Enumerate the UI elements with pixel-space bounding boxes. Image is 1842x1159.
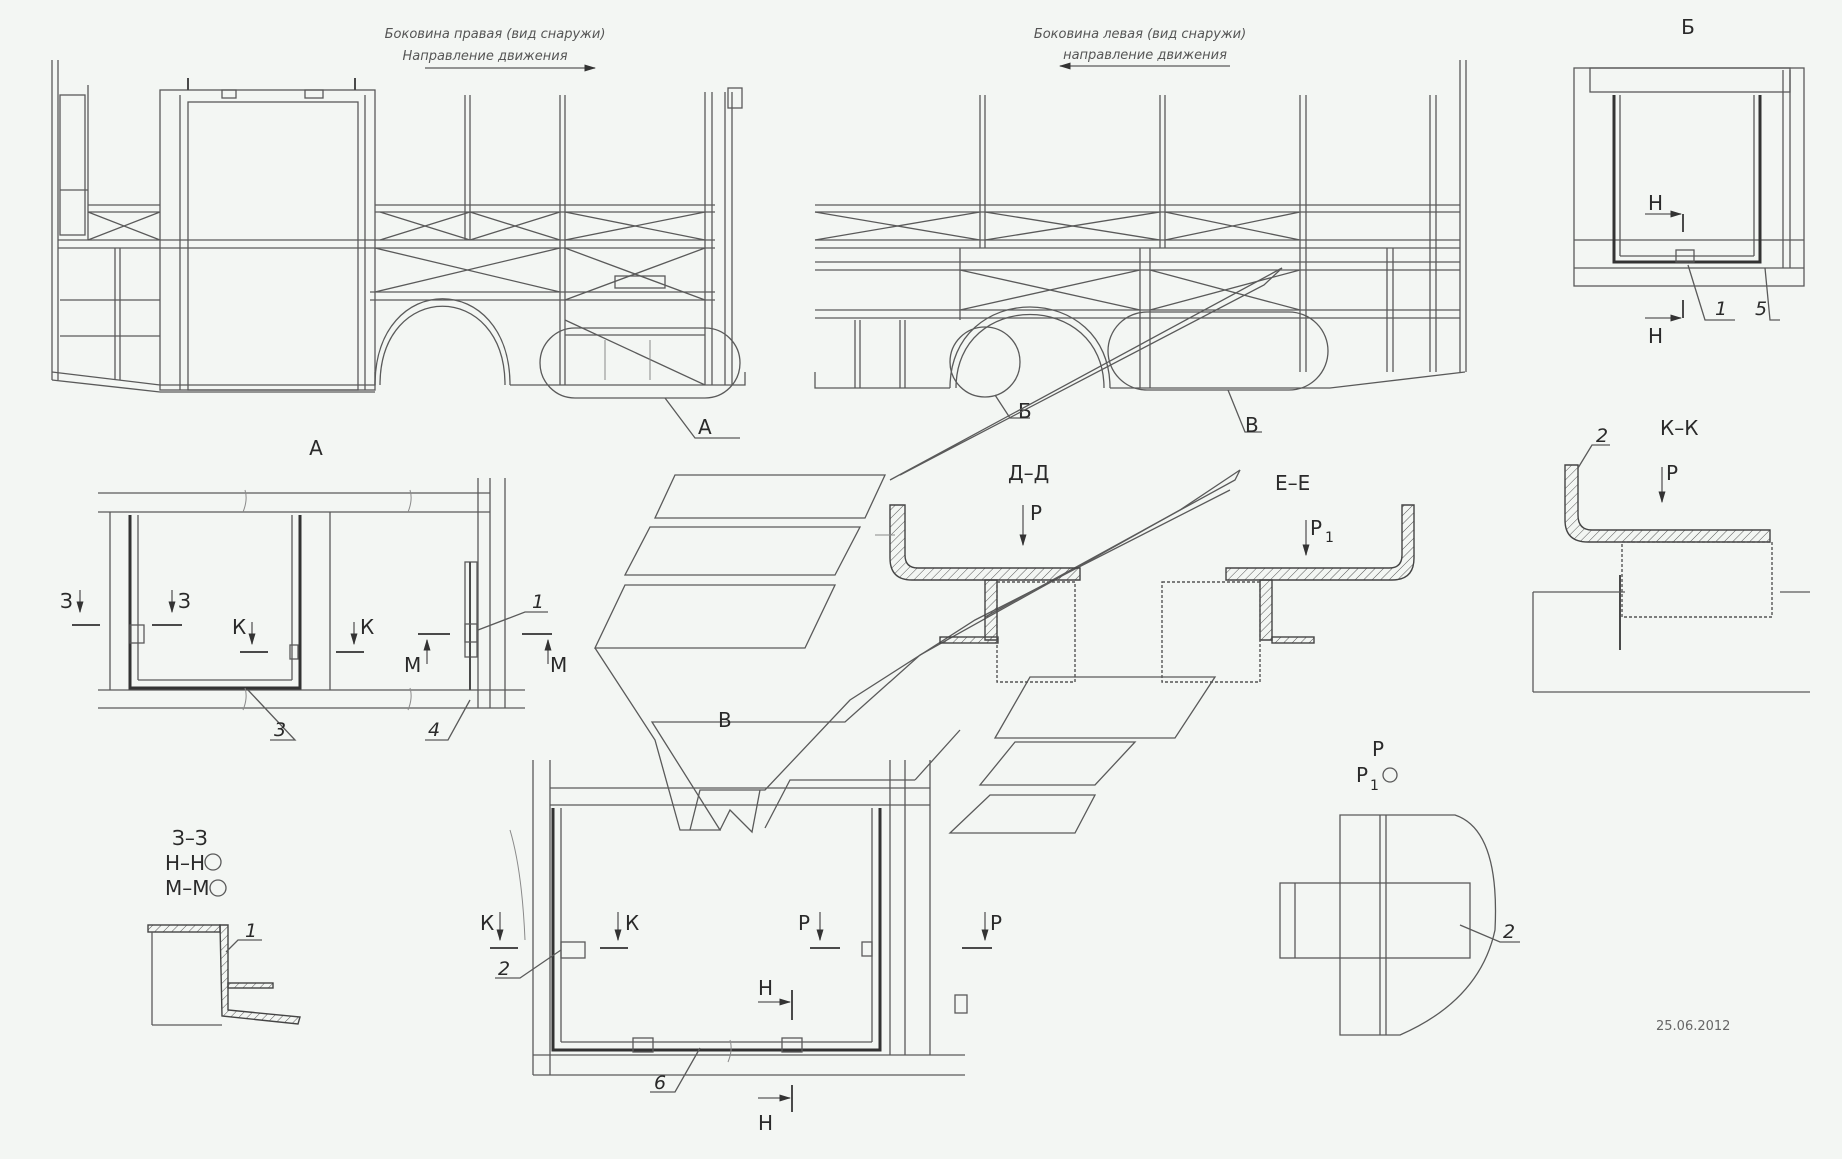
view-v-n-bottom: Н bbox=[758, 1111, 773, 1135]
item-3-label: 3 bbox=[274, 719, 286, 741]
item-1-label-a: 1 bbox=[532, 591, 544, 613]
view-a-z-left: З bbox=[60, 589, 73, 613]
right-side-title: Боковина правая (вид снаружи) bbox=[385, 27, 606, 42]
drawing-date: 25.06.2012 bbox=[1656, 1019, 1730, 1034]
view-v-k-left: К bbox=[480, 911, 494, 935]
view-v-p-left: Р bbox=[798, 911, 810, 935]
section-d-d-title: Д–Д bbox=[1008, 461, 1049, 485]
left-side-caption: Боковина левая (вид снаружи) направление… bbox=[1034, 27, 1246, 70]
section-z-z: З–З Н–Н М–М 1 bbox=[147, 826, 301, 1026]
view-a-m-right: М bbox=[550, 653, 567, 677]
item-5-label: 5 bbox=[1755, 298, 1767, 320]
exploded-outline: В bbox=[593, 267, 1283, 834]
item-1-label-b: 1 bbox=[1715, 298, 1727, 320]
section-e-e-p1: Р bbox=[1310, 516, 1322, 540]
item-4-label: 4 bbox=[428, 719, 440, 741]
view-label-a-ref: А bbox=[698, 415, 712, 439]
view-a: А З З К К М bbox=[60, 436, 567, 741]
section-m-m-title: М–М bbox=[165, 876, 210, 900]
left-side-title: Боковина левая (вид снаружи) bbox=[1034, 27, 1246, 42]
item-2-label-kk: 2 bbox=[1596, 425, 1608, 447]
view-b-title: Б bbox=[1681, 15, 1695, 39]
view-a-k-left: К bbox=[232, 615, 246, 639]
right-side-direction: Направление движения bbox=[402, 49, 567, 64]
section-d-d-p: Р bbox=[1030, 501, 1042, 525]
view-label-b-ref: Б bbox=[1018, 399, 1032, 423]
view-v-k-right: К bbox=[625, 911, 639, 935]
item-2-label-v: 2 bbox=[498, 958, 510, 980]
left-sidewall-view: Б В bbox=[814, 60, 1467, 437]
view-v-inner-label: В bbox=[718, 708, 732, 732]
view-v-p-right: Р bbox=[990, 911, 1002, 935]
right-side-caption: Боковина правая (вид снаружи) Направлени… bbox=[385, 27, 606, 72]
view-v: К К Р Р Н Н 2 6 bbox=[480, 760, 1002, 1135]
view-v-n-top: Н bbox=[758, 976, 773, 1000]
view-p1-sub: 1 bbox=[1370, 778, 1379, 794]
item-1-label-zz: 1 bbox=[245, 920, 257, 942]
section-e-e-p1-sub: 1 bbox=[1325, 530, 1334, 546]
view-p1-title: Р bbox=[1356, 763, 1368, 787]
view-label-v-ref: В bbox=[1245, 413, 1259, 437]
view-b-n-top: Н bbox=[1648, 191, 1663, 215]
item-6-label: 6 bbox=[654, 1072, 666, 1094]
section-k-k-title: К–К bbox=[1660, 416, 1698, 440]
left-side-direction: направление движения bbox=[1063, 48, 1227, 63]
section-e-e: Е–Е Р 1 bbox=[1161, 471, 1415, 683]
section-n-n-title: Н–Н bbox=[165, 851, 205, 875]
section-k-k-p: Р bbox=[1666, 461, 1678, 485]
view-a-title: А bbox=[309, 436, 323, 460]
section-z-z-title: З–З bbox=[172, 826, 208, 850]
view-b-n-bottom: Н bbox=[1648, 324, 1663, 348]
section-e-e-title: Е–Е bbox=[1275, 471, 1310, 495]
view-p: Р Р 1 2 bbox=[1279, 737, 1520, 1036]
view-a-z-right: З bbox=[178, 589, 191, 613]
section-d-d: Д–Д Р bbox=[875, 461, 1081, 683]
section-k-k: К–К Р 2 bbox=[1532, 416, 1810, 693]
view-a-m-left: М bbox=[404, 653, 421, 677]
view-p-title: Р bbox=[1372, 737, 1384, 761]
right-sidewall-view: А bbox=[51, 60, 746, 439]
view-b: Б Н Н 1 5 bbox=[1573, 15, 1805, 348]
item-2-label-p: 2 bbox=[1503, 921, 1515, 943]
view-a-k-right: К bbox=[360, 615, 374, 639]
